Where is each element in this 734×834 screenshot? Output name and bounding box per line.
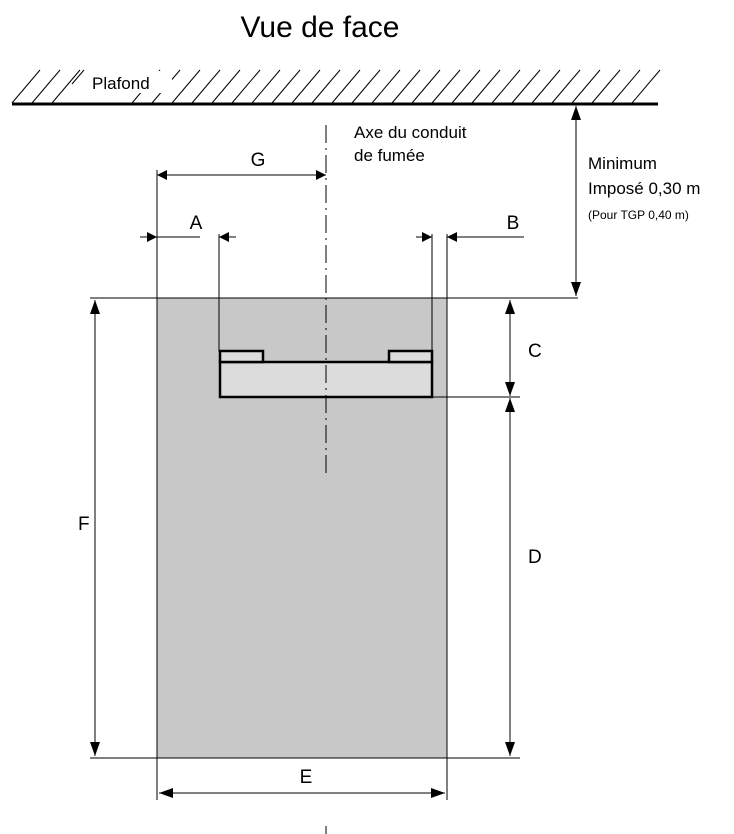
minimum-note-line1: Minimum xyxy=(588,154,657,173)
flue-axis-label-line2: de fumée xyxy=(354,146,425,165)
dimension-d-label: D xyxy=(528,547,542,568)
flue-axis-label-line1: Axe du conduit xyxy=(354,123,467,142)
ceiling-label: Plafond xyxy=(92,74,150,93)
appliance-right-tab xyxy=(387,349,434,364)
dimension-f-label: F xyxy=(78,514,90,535)
dimension-c-label: C xyxy=(528,341,542,362)
dimension-b-label: B xyxy=(507,213,520,234)
ceiling-hatching xyxy=(11,69,661,104)
minimum-note-line2: Imposé 0,30 m xyxy=(588,179,700,198)
extension-lines xyxy=(90,170,578,800)
dimension-e-label: E xyxy=(300,767,313,788)
appliance-left-tab xyxy=(218,349,265,364)
page-title: Vue de face xyxy=(240,11,399,44)
ceiling-label-background xyxy=(86,71,172,93)
dimension-g-label: G xyxy=(251,150,266,171)
dimension-a-label: A xyxy=(190,213,203,234)
minimum-note-line3: (Pour TGP 0,40 m) xyxy=(588,208,689,222)
